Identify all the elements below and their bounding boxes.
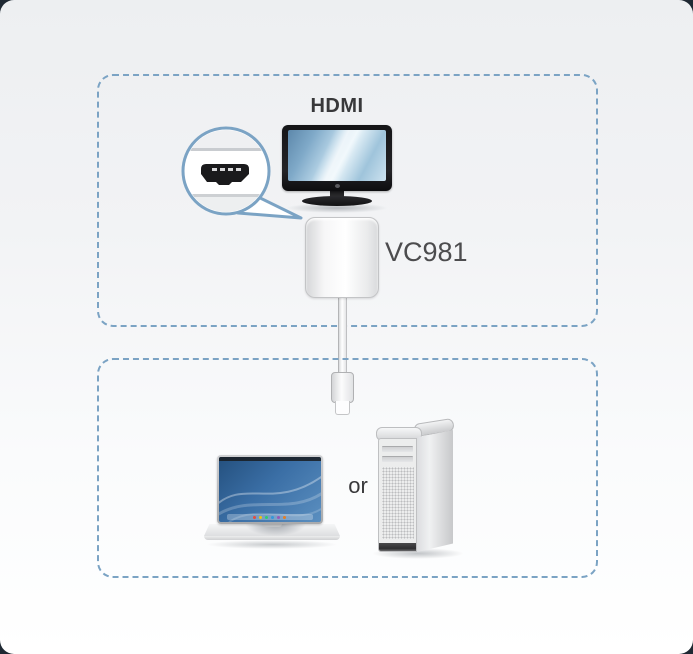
usb-c-cable (338, 295, 347, 374)
tower-front-panel (378, 438, 417, 552)
monitor-logo-dot (335, 184, 340, 188)
laptop-screen-wallpaper (219, 457, 321, 522)
usb-c-plug-tip (335, 401, 350, 415)
hdmi-port-label: HDMI (310, 95, 364, 117)
hdmi-port-pins (212, 168, 241, 171)
dock-app-dot (253, 515, 257, 519)
dock-app-dot (271, 515, 275, 519)
tower-shadow (372, 548, 464, 559)
optical-drive-slot (382, 456, 413, 462)
monitor-screen (288, 130, 386, 181)
adapter-model-label: VC981 (385, 237, 468, 267)
laptop-icon (217, 455, 323, 524)
laptop-shadow (206, 540, 338, 549)
monitor-stand-neck (330, 190, 344, 199)
dock-app-dot (277, 515, 281, 519)
tower-side-panel (417, 430, 453, 552)
tower-foot-strip (379, 543, 416, 551)
hdmi-port-callout-icon (181, 126, 303, 220)
source-side-group-box (97, 358, 598, 578)
monitor-screen-sheen (288, 130, 386, 181)
device-edge-closeup (185, 130, 267, 212)
laptop-menubar (219, 457, 321, 461)
desktop-tower-icon (372, 417, 464, 560)
laptop-front-lip (204, 536, 340, 540)
hdmi-monitor-icon (282, 125, 392, 191)
tower-perforated-grille (382, 467, 414, 539)
dock-app-dot (283, 515, 287, 519)
dock-app-dot (265, 515, 269, 519)
laptop-lid-notch (262, 524, 282, 527)
wallpaper-swirls (219, 475, 321, 522)
laptop-dock (227, 514, 313, 520)
display-side-group-box (97, 74, 598, 327)
optical-drive-slot (382, 446, 413, 452)
monitor-stand-base (302, 196, 372, 206)
or-separator-label: or (348, 473, 368, 498)
dock-app-dot (259, 515, 263, 519)
laptop-base (204, 524, 340, 536)
vc981-adapter-icon (305, 217, 379, 298)
monitor-shadow (286, 203, 388, 213)
laptop-base-reflection (244, 524, 306, 536)
